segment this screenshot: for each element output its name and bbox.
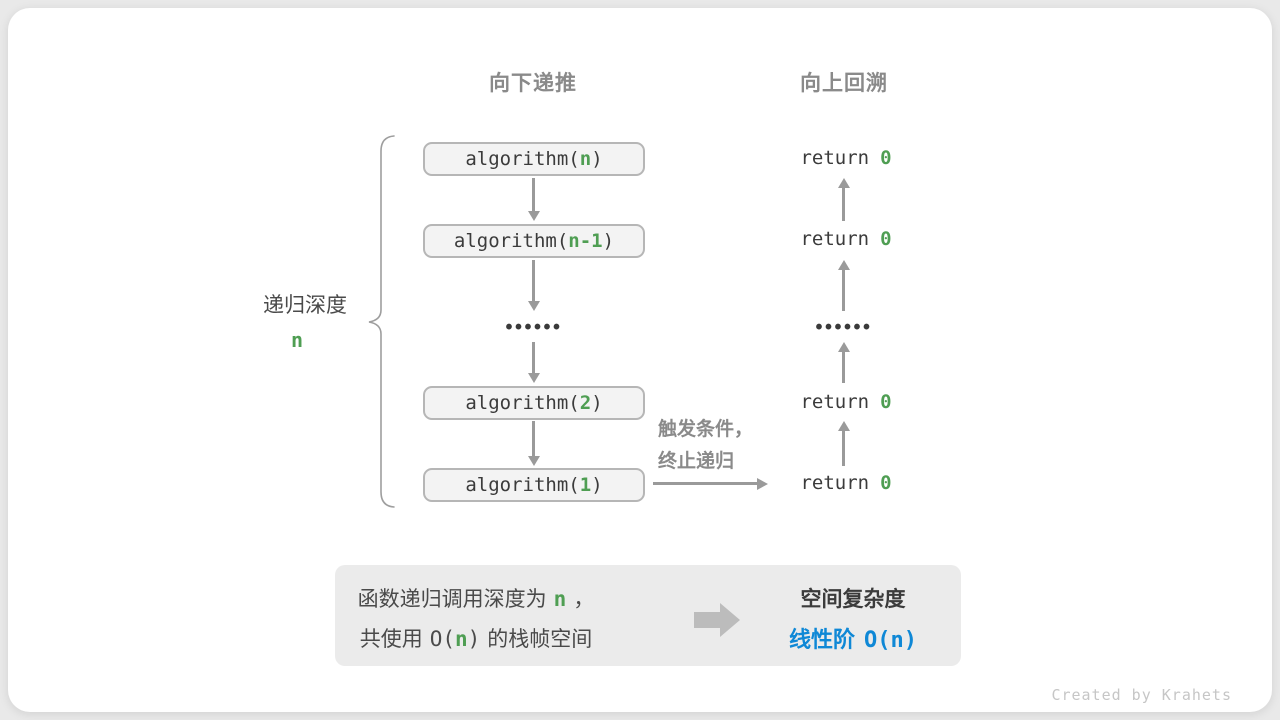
descend-arrow-3-icon	[532, 342, 535, 374]
return-val: 0	[880, 472, 892, 494]
code-fn: algorithm(	[453, 230, 569, 252]
summary-line2-var: n	[454, 627, 468, 651]
backtrack-arrow-1-icon	[842, 187, 845, 221]
code-arg: 1	[579, 474, 592, 496]
backtrack-arrow-4-icon	[842, 430, 845, 466]
implies-arrow-icon	[694, 603, 740, 637]
ellipsis-right: ••••••	[815, 316, 873, 339]
code-arg: n-1	[568, 230, 603, 252]
credit-text: Created by Krahets	[1051, 686, 1232, 704]
return-row-3: return 0	[800, 391, 891, 413]
code-close: )	[591, 392, 603, 414]
summary-line1-pre: 函数递归调用深度为	[357, 588, 547, 611]
summary-line1-post: ，	[573, 588, 595, 611]
return-kw: return	[800, 228, 870, 250]
summary-line-1: 函数递归调用深度为 n ，	[358, 583, 595, 613]
call-box-1: algorithm(1)	[423, 468, 645, 502]
code-arg: n	[579, 148, 592, 170]
code-fn: algorithm(	[465, 148, 580, 170]
descend-arrow-1-icon	[532, 178, 535, 212]
complexity-result: 线性阶 O(n)	[789, 622, 917, 654]
ellipsis-left: ••••••	[505, 316, 563, 339]
base-case-arrow-icon	[653, 482, 758, 485]
code-fn: algorithm(	[465, 392, 580, 414]
big-o-expression: O(n)	[429, 627, 481, 651]
complexity-notation: O(n)	[864, 628, 917, 653]
summary-line2-pre: 共使用	[359, 628, 423, 651]
summary-line2-post: 的栈帧空间	[487, 628, 593, 651]
call-box-n: algorithm(n)	[423, 142, 645, 176]
depth-brace-icon	[368, 135, 395, 508]
return-kw: return	[800, 391, 870, 413]
return-kw: return	[800, 147, 870, 169]
trigger-note-line2: 终止递归	[658, 451, 735, 472]
depth-label: 递归深度	[263, 294, 347, 317]
complexity-title: 空间复杂度	[800, 588, 906, 611]
summary-panel: 函数递归调用深度为 n ， 共使用 O(n) 的栈帧空间 空间复杂度 线性阶 O(n)	[335, 565, 961, 666]
return-row-1: return 0	[800, 147, 891, 169]
backtrack-arrow-3-icon	[842, 351, 845, 383]
code-close: )	[591, 474, 603, 496]
descend-arrow-2-icon	[532, 260, 535, 302]
summary-line-2: 共使用 O(n) 的栈帧空间	[360, 623, 593, 653]
complexity-label: 线性阶	[789, 627, 856, 652]
code-arg: 2	[579, 392, 592, 414]
backtrack-arrow-2-icon	[842, 269, 845, 311]
code-close: )	[591, 148, 603, 170]
header-backtrack: 向上回溯	[800, 72, 888, 95]
code-fn: algorithm(	[465, 474, 580, 496]
depth-var: n	[290, 328, 304, 352]
header-descend: 向下递推	[489, 72, 577, 95]
summary-line1-var: n	[553, 587, 567, 611]
call-box-2: algorithm(2)	[423, 386, 645, 420]
code-close: )	[602, 230, 615, 252]
trigger-note-line1: 触发条件，	[658, 419, 754, 440]
return-val: 0	[880, 147, 892, 169]
return-kw: return	[800, 472, 870, 494]
return-val: 0	[880, 391, 892, 413]
descend-arrow-4-icon	[532, 421, 535, 457]
call-box-n-1: algorithm(n-1)	[423, 224, 645, 258]
return-val: 0	[880, 228, 892, 250]
diagram-card: 向下递推 向上回溯 递归深度 n algorithm(n) algorithm(…	[8, 8, 1272, 712]
return-row-2: return 0	[800, 228, 891, 250]
return-row-4: return 0	[800, 472, 891, 494]
